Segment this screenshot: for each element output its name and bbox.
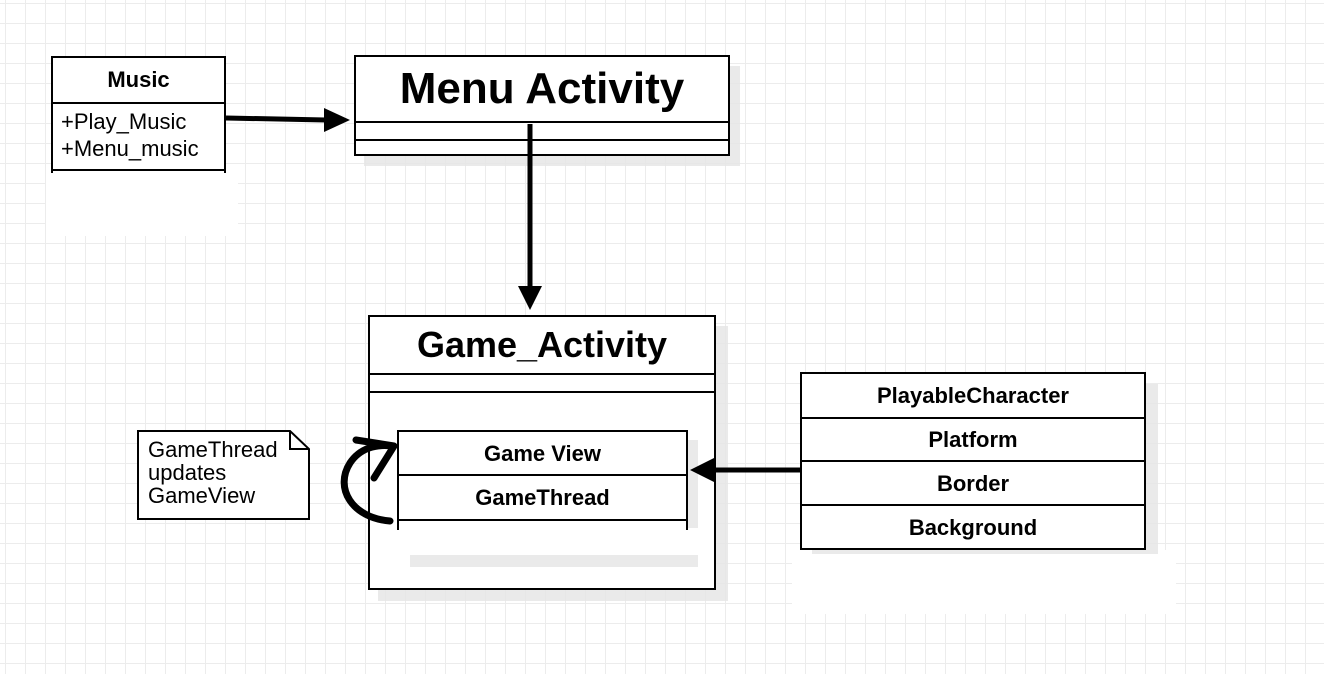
component-platform: Platform (928, 426, 1018, 452)
menu-activity-divider-2 (356, 139, 728, 141)
music-title-divider (53, 102, 224, 104)
components-divider-3 (802, 504, 1144, 506)
music-attributes-divider (53, 169, 224, 171)
game-activity-divider-2 (370, 391, 714, 393)
gamethread-update-head (352, 436, 398, 482)
game-activity-inner-shadow (410, 555, 698, 567)
music-to-menu-arrow-head (324, 108, 350, 132)
note-line-1: GameThread (148, 437, 278, 462)
music-attribute-menu-music: +Menu_music (61, 136, 199, 161)
game-view-member-gamethread: GameThread (475, 485, 610, 510)
components-divider-1 (802, 417, 1144, 419)
music-whiteout (46, 170, 238, 236)
game-view-title: Game View (484, 440, 601, 466)
game-activity-title: Game_Activity (416, 324, 668, 365)
component-background: Background (908, 514, 1038, 540)
music-class: Music +Play_Music +Menu_music (51, 56, 226, 173)
game-view-divider-2 (399, 519, 686, 521)
components-class: PlayableCharacter Platform Border Backgr… (800, 372, 1146, 550)
menu-activity-class: Menu Activity (354, 55, 730, 156)
note-line-2: updates (148, 460, 227, 485)
music-attribute-play-music: +Play_Music (61, 109, 187, 134)
game-view-class: Game View GameThread (397, 430, 688, 530)
components-to-gameview-arrow-head (690, 458, 714, 482)
menu-activity-divider-1 (356, 121, 728, 123)
component-playable-character: PlayableCharacter (877, 382, 1069, 408)
note-line-3: GameView (148, 483, 256, 508)
game-activity-divider-1 (370, 373, 714, 375)
components-divider-2 (802, 460, 1144, 462)
music-class-title: Music (107, 67, 170, 92)
note-text: GameThread updates GameView (148, 438, 278, 507)
menu-activity-title: Menu Activity (399, 64, 685, 113)
component-border: Border (936, 470, 1010, 496)
menu-to-game-arrow-head (518, 286, 542, 310)
components-whiteout (792, 550, 1176, 614)
game-view-divider (399, 474, 686, 476)
music-to-menu-arrow-line (225, 115, 327, 123)
